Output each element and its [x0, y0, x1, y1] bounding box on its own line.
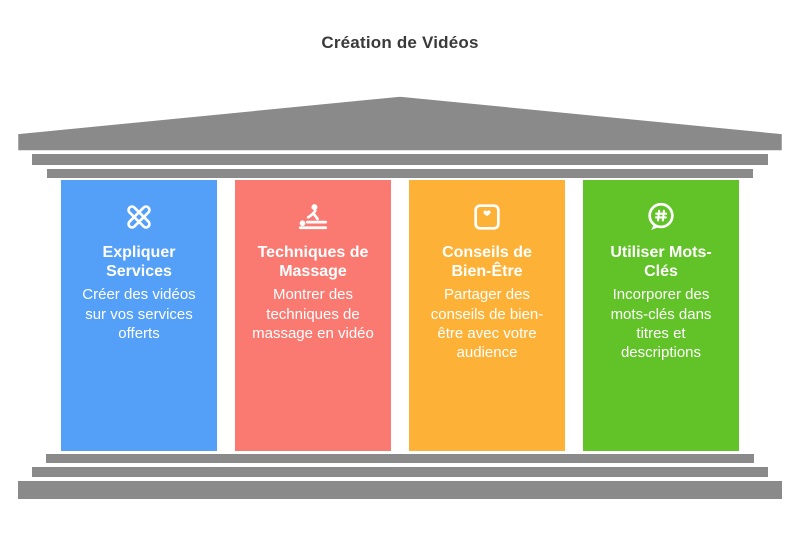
hashtag-bubble-icon	[648, 202, 674, 231]
page-title: Création de Vidéos	[321, 33, 479, 52]
pillar-description: Montrer des techniques de massage en vid…	[252, 286, 374, 342]
temple-pediment	[15, 94, 785, 153]
pillar-description: Incorporer des mots-clés dans titres et …	[610, 286, 712, 361]
pillar-description: Créer des vidéos sur vos services offert…	[82, 286, 196, 342]
roof-band-lower	[45, 167, 755, 180]
pillar-conseils-de-bien-etre: Conseils de Bien-Être Partager des conse…	[409, 180, 565, 451]
wellness-card-icon	[474, 204, 500, 230]
pillar-title: Utiliser Mots- Clés	[610, 244, 712, 281]
pillar-title: Conseils de Bien-Être	[442, 244, 532, 281]
base-step-middle	[30, 465, 770, 479]
pillar-techniques-de-massage: Techniques de Massage Montrer des techni…	[235, 180, 391, 451]
pillar-title: Techniques de Massage	[257, 244, 369, 281]
pillar-expliquer-services: Expliquer Services Créer des vidéos sur …	[61, 180, 217, 451]
pillar-title: Expliquer Services	[102, 244, 176, 281]
pillar-utiliser-mots-cles: Utiliser Mots- Clés Incorporer des mots-…	[583, 180, 739, 451]
base-step-bottom	[16, 479, 784, 501]
pillar-description: Partager des conseils de bien- être avec…	[430, 286, 544, 361]
roof-band-upper	[30, 152, 770, 167]
design-tools-icon	[127, 205, 151, 229]
base-step-top	[44, 452, 756, 465]
pediment-triangle	[15, 94, 785, 153]
massage-icon	[298, 204, 328, 230]
